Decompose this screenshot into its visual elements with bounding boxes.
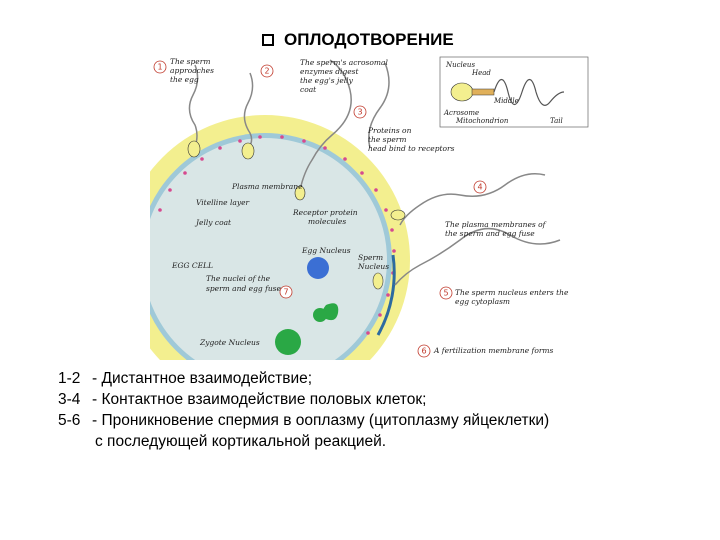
step-number-3: 3 [357, 108, 362, 117]
step-number-7: 7 [283, 288, 288, 297]
svg-text:enzymes digest: enzymes digest [300, 67, 360, 76]
svg-text:coat: coat [300, 85, 317, 94]
page-title: ОПЛОДОТВОРЕНИЕ [262, 30, 454, 50]
legend-row: 1-2 - Дистантное взаимодействие; [58, 368, 549, 389]
svg-text:Middle: Middle [493, 97, 519, 105]
svg-text:The plasma membranes of: The plasma membranes of [445, 220, 547, 229]
svg-text:Nucleus: Nucleus [357, 262, 389, 271]
zygote-nucleus [275, 329, 301, 355]
sperm-1 [187, 64, 201, 158]
svg-text:molecules: molecules [308, 217, 346, 226]
legend-row: 3-4 - Контактное взаимодействие половых … [58, 389, 549, 410]
legend-key: 1-2 [58, 370, 81, 387]
svg-text:Receptor protein: Receptor protein [292, 208, 358, 217]
svg-text:the egg's jelly: the egg's jelly [300, 76, 354, 85]
svg-text:egg cytoplasm: egg cytoplasm [455, 297, 510, 306]
sperm-3 [294, 59, 390, 201]
step-number-1: 1 [157, 63, 162, 72]
legend-text: - Дистантное взаимодействие; [92, 370, 313, 387]
svg-text:EGG CELL: EGG CELL [171, 261, 213, 270]
step-number-4: 4 [477, 183, 482, 192]
legend-key: 3-4 [58, 391, 81, 408]
sperm-5 [394, 227, 561, 286]
receptor-dots [158, 135, 396, 335]
svg-text:Tail: Tail [550, 117, 563, 125]
sperm-anatomy-inset: Nucleus Head Middle Acrosome Mitochondri… [439, 56, 589, 128]
svg-text:The sperm: The sperm [170, 57, 210, 66]
svg-text:Plasma membrane: Plasma membrane [231, 182, 303, 191]
svg-text:Proteins on: Proteins on [367, 126, 412, 135]
legend-text: - Проникновение спермия в ооплазму (цито… [92, 412, 550, 429]
svg-text:Vitelline layer: Vitelline layer [196, 198, 250, 207]
step-numbers: 1 2 3 4 5 6 7 [153, 60, 487, 358]
step-number-2: 2 [264, 67, 269, 76]
step-number-5: 5 [443, 289, 448, 298]
egg-nucleus [307, 257, 329, 279]
fertilization-membrane [376, 254, 396, 336]
svg-text:The sperm nucleus enters the: The sperm nucleus enters the [455, 288, 569, 297]
svg-text:the egg: the egg [170, 75, 199, 84]
checkbox-bullet-icon [262, 34, 274, 46]
legend-row: 5-6 - Проникновение спермия в ооплазму (… [58, 410, 549, 431]
svg-text:Nucleus: Nucleus [445, 61, 475, 69]
svg-text:Egg Nucleus: Egg Nucleus [301, 246, 351, 255]
svg-text:A fertilization membrane forms: A fertilization membrane forms [433, 346, 554, 355]
sperm-4 [390, 173, 546, 226]
sperm-2 [241, 72, 255, 160]
svg-text:Head: Head [471, 69, 491, 77]
legend-continuation: с последующей кортикальной реакцией. [95, 433, 387, 450]
legend-key: 5-6 [58, 412, 81, 429]
svg-text:the sperm: the sperm [368, 135, 406, 144]
svg-text:approaches: approaches [170, 66, 214, 75]
svg-text:Zygote Nucleus: Zygote Nucleus [199, 338, 260, 347]
svg-text:The sperm's acrosomal: The sperm's acrosomal [300, 58, 388, 67]
svg-text:Jelly coat: Jelly coat [194, 218, 232, 227]
sperm-nucleus [372, 272, 384, 290]
svg-text:sperm and egg fuse: sperm and egg fuse [206, 284, 282, 293]
svg-text:The nuclei of the: The nuclei of the [206, 274, 271, 283]
legend-text: - Контактное взаимодействие половых клет… [92, 391, 427, 408]
svg-text:Acrosome: Acrosome [443, 109, 479, 117]
svg-text:head bind to receptors: head bind to receptors [368, 144, 455, 153]
page-title-text: ОПЛОДОТВОРЕНИЕ [284, 30, 454, 49]
fertilization-diagram: Nucleus Head Middle Acrosome Mitochondri… [150, 55, 590, 360]
step-labels: The sperm approaches the egg The sperm's… [170, 57, 569, 355]
legend: 1-2 - Дистантное взаимодействие; 3-4 - К… [58, 368, 549, 452]
svg-text:the sperm and egg fuse: the sperm and egg fuse [445, 229, 535, 238]
svg-text:Sperm: Sperm [358, 253, 383, 262]
step-number-6: 6 [421, 347, 426, 356]
svg-text:Mitochondrion: Mitochondrion [455, 117, 509, 125]
